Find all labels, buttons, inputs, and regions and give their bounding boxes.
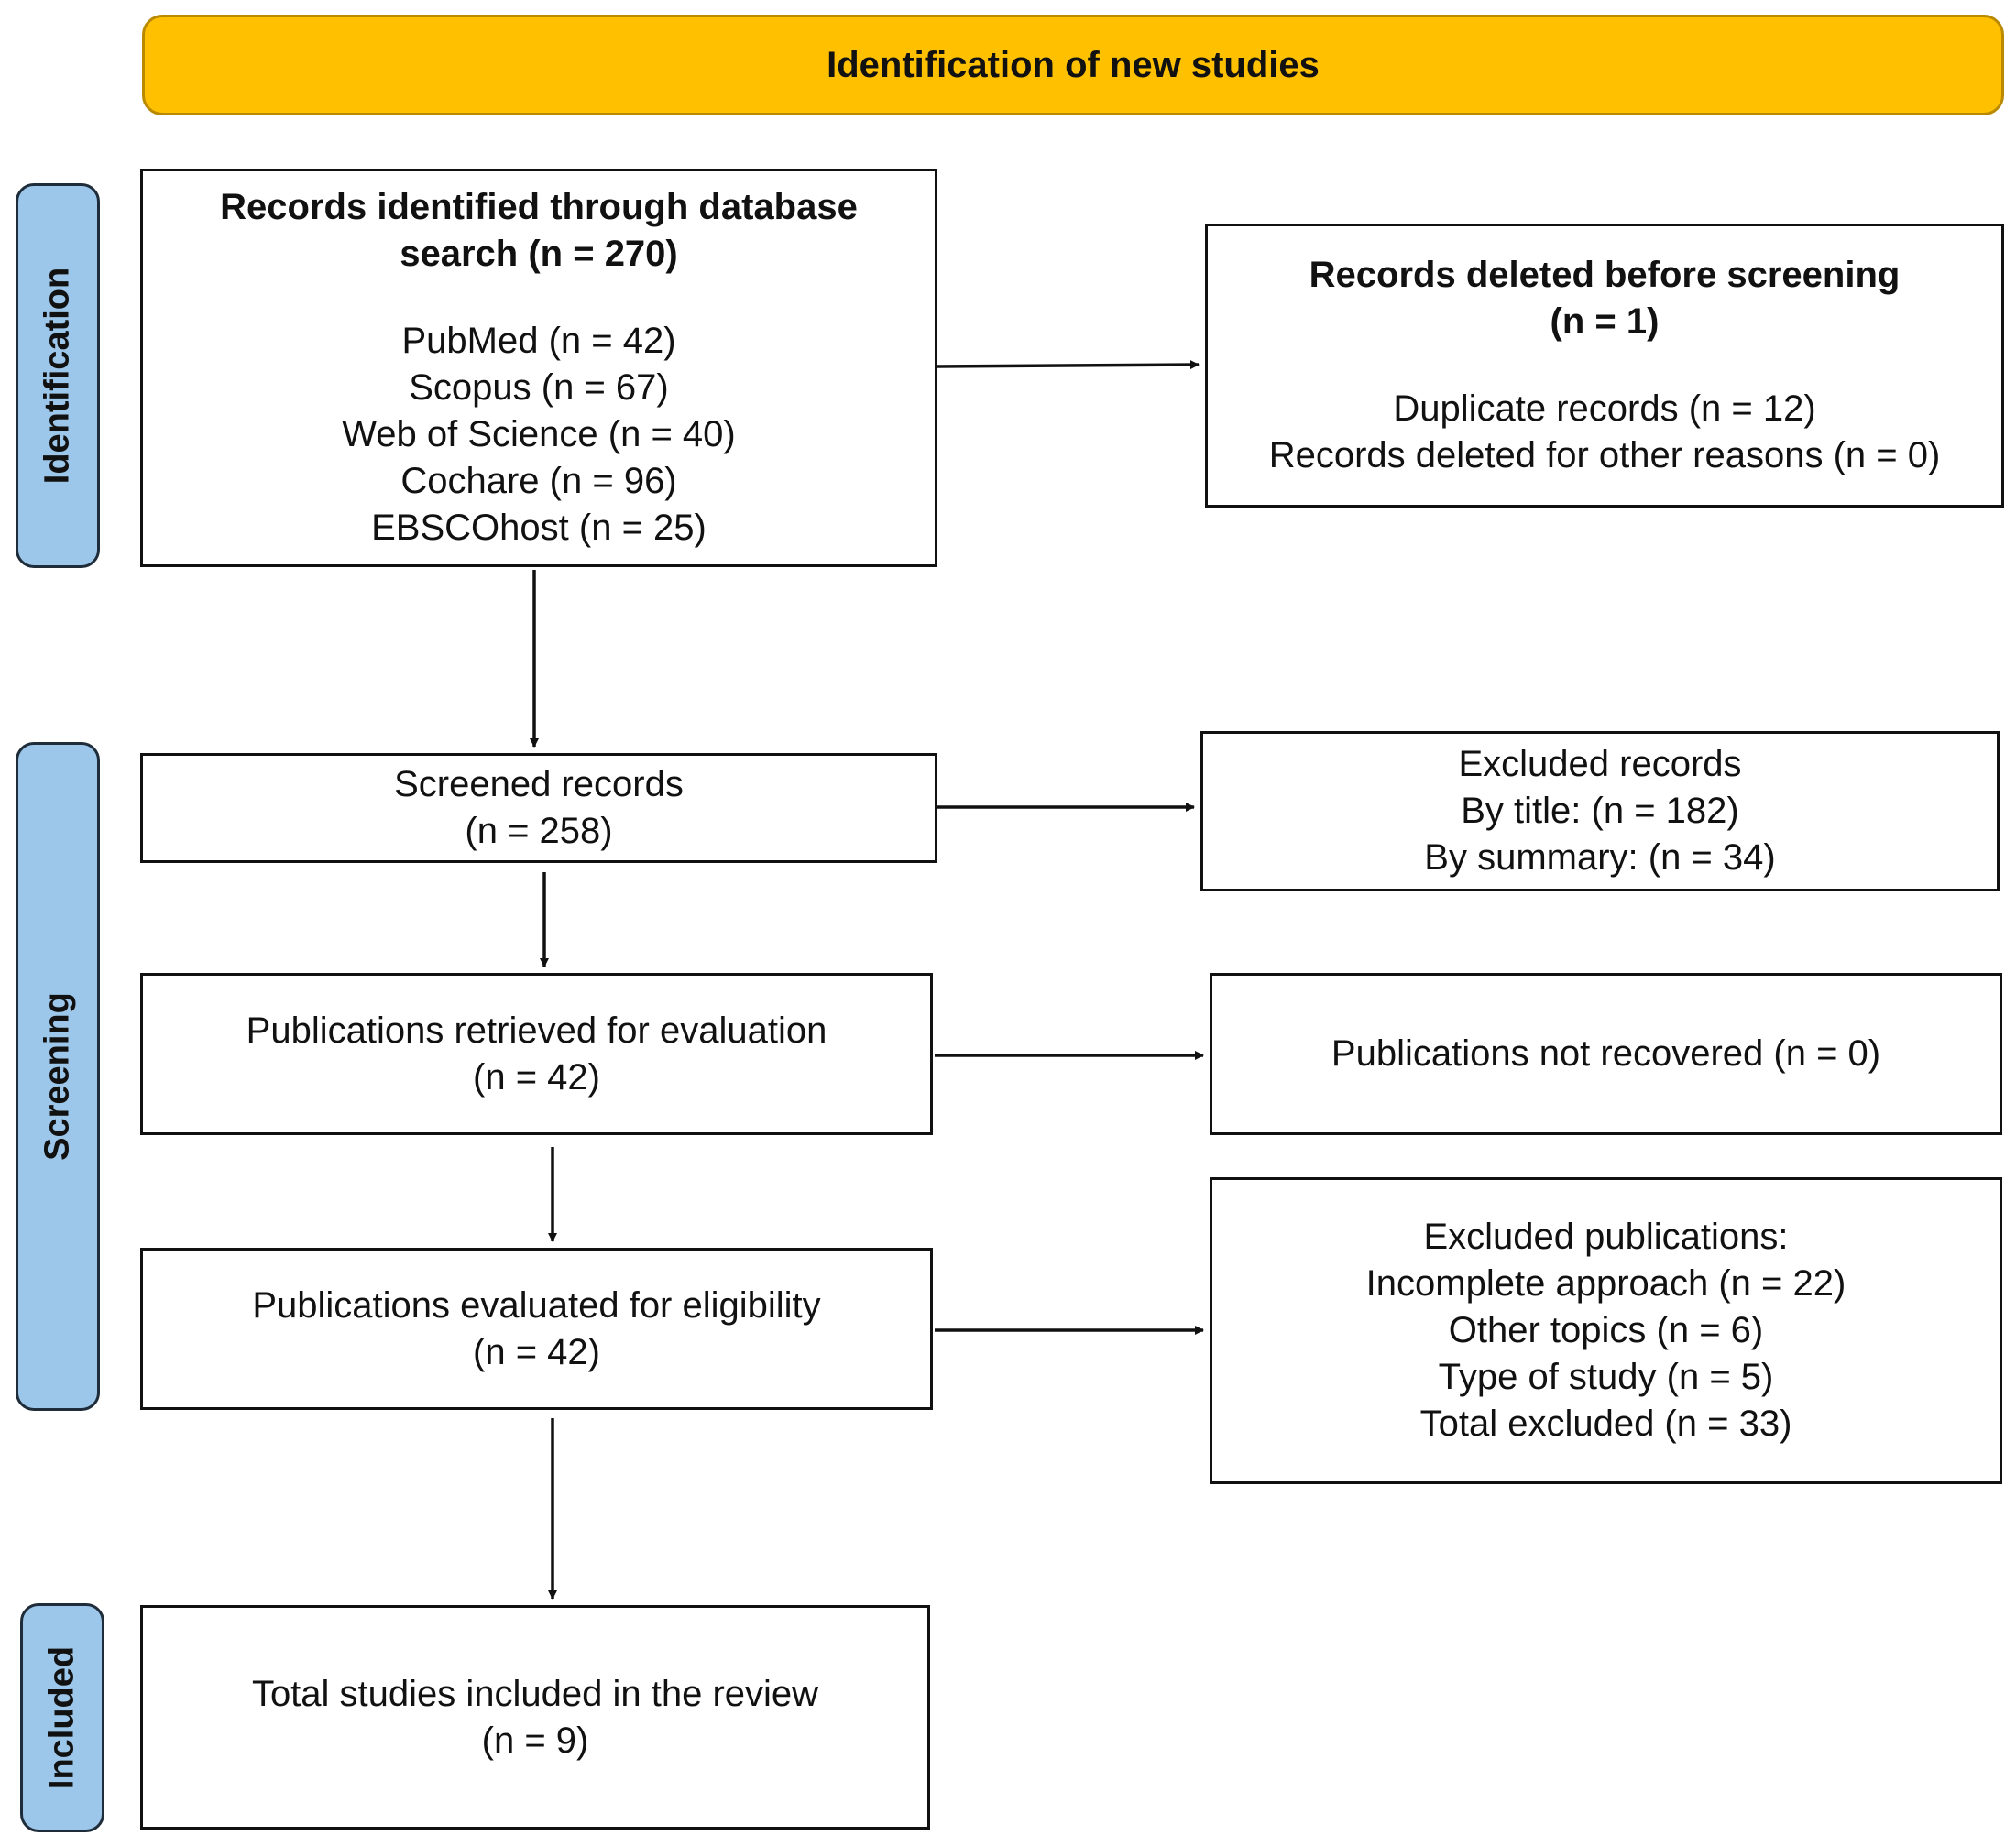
- excluded-publications-title: Excluded publications:: [1423, 1217, 1789, 1257]
- retrieved-box: Publications retrieved for evaluation (n…: [140, 973, 933, 1135]
- records-deleted-title-1: Records deleted before screening: [1309, 255, 1901, 295]
- source-cochare: Cochare (n = 96): [400, 461, 677, 501]
- included-count: (n = 9): [481, 1720, 589, 1761]
- eligibility-box: Publications evaluated for eligibility (…: [140, 1248, 933, 1410]
- screened-records-count: (n = 258): [465, 811, 613, 851]
- excluded-records-box: Excluded records By title: (n = 182) By …: [1200, 731, 2000, 891]
- records-identified-box: Records identified through database sear…: [140, 169, 937, 567]
- not-recovered-label: Publications not recovered (n = 0): [1331, 1033, 1881, 1074]
- eligibility-count: (n = 42): [473, 1331, 600, 1372]
- eligibility-label: Publications evaluated for eligibility: [252, 1284, 821, 1326]
- not-recovered-box: Publications not recovered (n = 0): [1210, 973, 2002, 1135]
- arrow-identified-to-deleted: [937, 360, 1200, 370]
- excluded-by-title: By title: (n = 182): [1461, 791, 1739, 831]
- screened-records-box: Screened records (n = 258): [140, 753, 937, 863]
- header-title: Identification of new studies: [827, 44, 1320, 85]
- excluded-by-summary: By summary: (n = 34): [1424, 837, 1776, 878]
- other-reasons-records: Records deleted for other reasons (n = 0…: [1268, 435, 1941, 475]
- excluded-incomplete-approach: Incomplete approach (n = 22): [1365, 1263, 1846, 1304]
- source-pubmed: PubMed (n = 42): [401, 321, 676, 361]
- excluded-total: Total excluded (n = 33): [1419, 1404, 1792, 1444]
- records-deleted-title-2: (n = 1): [1550, 301, 1660, 342]
- identification-header: Identification of new studies: [142, 15, 2004, 115]
- phase-included: Included: [20, 1603, 104, 1832]
- source-scopus: Scopus (n = 67): [409, 367, 669, 408]
- included-label: Total studies included in the review: [251, 1673, 819, 1714]
- records-identified-title-1: Records identified through database: [220, 187, 858, 227]
- duplicate-records: Duplicate records (n = 12): [1393, 388, 1816, 429]
- source-web-of-science: Web of Science (n = 40): [342, 414, 736, 454]
- excluded-records-title: Excluded records: [1458, 744, 1742, 784]
- excluded-type-of-study: Type of study (n = 5): [1438, 1357, 1774, 1397]
- included-box: Total studies included in the review (n …: [140, 1605, 930, 1830]
- records-deleted-box: Records deleted before screening (n = 1)…: [1205, 224, 2004, 508]
- records-identified-title-2: search (n = 270): [400, 234, 678, 274]
- retrieved-count: (n = 42): [473, 1056, 600, 1098]
- retrieved-label: Publications retrieved for evaluation: [246, 1010, 827, 1051]
- source-ebscohost: EBSCOhost (n = 25): [371, 508, 707, 548]
- phase-screening: Screening: [16, 742, 100, 1411]
- excluded-other-topics: Other topics (n = 6): [1448, 1310, 1764, 1350]
- excluded-publications-box: Excluded publications: Incomplete approa…: [1210, 1177, 2002, 1484]
- screened-records-label: Screened records: [394, 764, 684, 804]
- phase-identification: Identification: [16, 183, 100, 568]
